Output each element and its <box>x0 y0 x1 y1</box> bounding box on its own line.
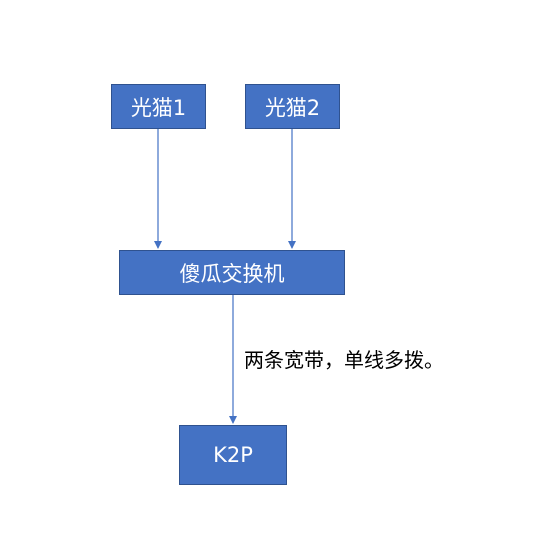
node-modem1: 光猫1 <box>111 84 206 129</box>
node-modem1-label: 光猫1 <box>130 95 187 120</box>
connection-annotation: 两条宽带，单线多拨。 <box>244 348 444 372</box>
node-modem2: 光猫2 <box>245 84 340 129</box>
node-router-label: K2P <box>213 443 253 467</box>
node-modem2-label: 光猫2 <box>264 95 321 120</box>
node-switch: 傻瓜交换机 <box>119 250 345 295</box>
node-switch-label: 傻瓜交换机 <box>179 261 285 286</box>
node-router: K2P <box>179 425 287 485</box>
